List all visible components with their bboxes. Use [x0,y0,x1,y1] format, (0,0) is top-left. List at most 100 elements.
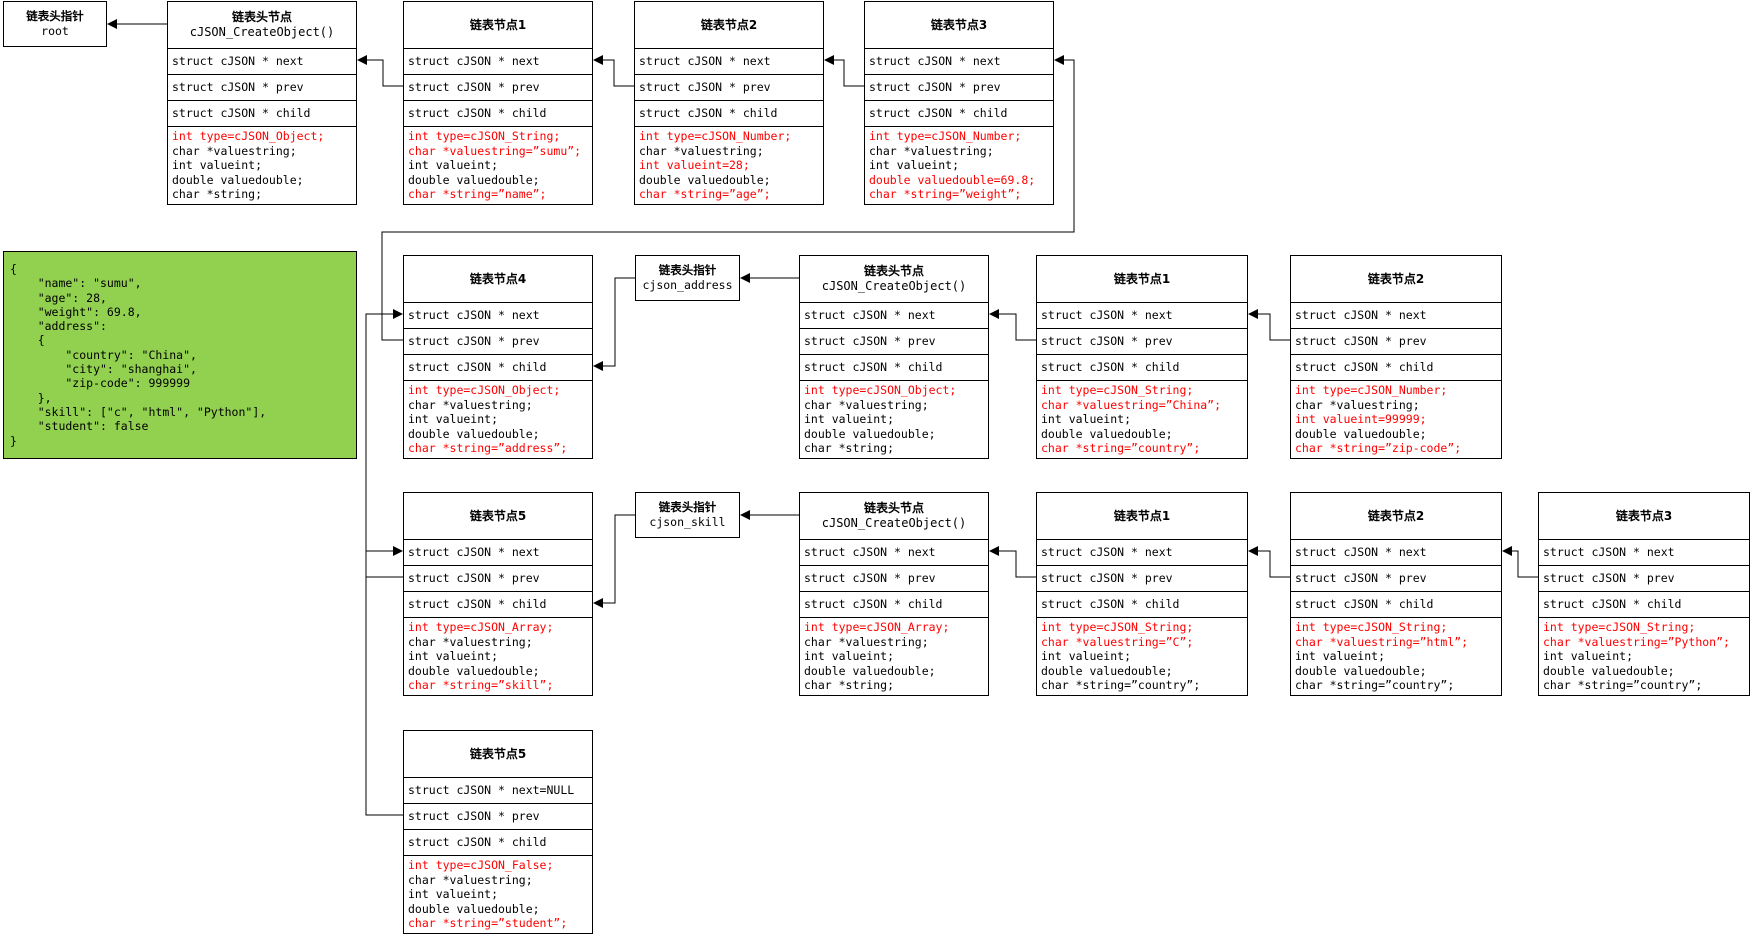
node-content: int type=cJSON_Number;char *valuestring;… [635,127,823,202]
node-title: 链表节点1 [1037,256,1247,303]
node-title: 链表节点2 [1291,256,1501,303]
node-content: int type=cJSON_Object;char *valuestring;… [168,127,356,202]
content-line: char *valuestring=”html”; [1295,634,1469,649]
content-line: char *string=”address”; [408,441,568,455]
content-line: int valueint; [1543,649,1634,663]
node-title-text: 链表节点5 [469,746,527,761]
node-content: int type=cJSON_Object;char *valuestring;… [404,381,592,456]
prev-link [357,55,403,87]
content-line: char *string=”weight”; [869,187,1022,201]
node-title-text: 链表节点5 [469,508,527,523]
content-line: char *valuestring; [869,143,994,158]
node-content: int type=cJSON_Object;char *valuestring;… [800,381,988,456]
content-line: int valueint; [869,158,960,172]
node-title: 链表节点1 [1037,493,1247,540]
node-content: int type=cJSON_Array;char *valuestring;i… [404,618,592,693]
content-line: int type=cJSON_Array; [408,620,554,634]
prev-link-wrap [381,55,1075,341]
content-line: int type=cJSON_String; [1041,383,1194,397]
content-line: char *string=”zip-code”; [1295,441,1462,455]
content-line: int type=cJSON_String; [1543,620,1696,634]
node-title: 链表节点3 [865,2,1053,49]
field-next: struct cJSON * next [1037,303,1247,329]
content-line: char *valuestring; [408,634,533,649]
content-line: double valuedouble; [1041,663,1173,678]
node-subtitle: cJSON_CreateObject() [189,25,335,39]
node-title-text: 链表头节点 [863,501,924,515]
node-title: 链表节点5 [404,493,592,540]
content-line: char *string=”country”; [1295,678,1455,692]
json-line: { [10,262,17,276]
json-line: "age": 28, [10,290,107,305]
field-child: struct cJSON * child [800,355,988,381]
content-line: double valuedouble; [408,172,540,187]
node-title: 链表节点2 [635,2,823,49]
pointer-title: 链表头指针 [658,263,717,277]
field-next: struct cJSON * next [404,303,592,329]
content-line: double valuedouble; [172,172,304,187]
field-prev: struct cJSON * prev [635,75,823,101]
content-line: double valuedouble; [1295,426,1427,441]
content-line: char *valuestring=”C”; [1041,634,1194,649]
node-title-text: 链表节点2 [1367,508,1425,523]
node-title-text: 链表节点1 [1113,508,1171,523]
field-prev: struct cJSON * prev [1291,329,1501,355]
node-title-text: 链表节点2 [700,17,758,32]
field-next: struct cJSON * next [1291,303,1501,329]
field-next: struct cJSON * next [1291,540,1501,566]
field-child: struct cJSON * child [1291,592,1501,618]
field-child: struct cJSON * child [1037,355,1247,381]
content-line: int valueint=28; [639,158,750,172]
field-prev: struct cJSON * prev [404,804,592,830]
field-child: struct cJSON * child [1037,592,1247,618]
node-content: int type=cJSON_Number;char *valuestring;… [1291,381,1501,456]
json-line: "skill": ["c", "html", "Python"], [10,404,267,419]
content-line: double valuedouble; [408,663,540,678]
content-line: char *valuestring=”China”; [1041,397,1222,412]
content-line: int valueint; [408,649,499,663]
field-child: struct cJSON * child [404,592,592,618]
node-content: int type=cJSON_String;char *valuestring=… [1037,381,1247,456]
json-line: }, [10,390,52,405]
content-line: int type=cJSON_Object; [172,129,325,143]
node-title-text: 链表头节点 [863,264,924,278]
json-line: "address": [10,319,107,334]
node-title-text: 链表节点3 [930,17,988,32]
json-line: "student": false [10,419,149,434]
field-prev: struct cJSON * prev [1037,566,1247,592]
content-line: int valueint; [1041,412,1132,426]
content-line: char *valuestring; [408,397,533,412]
pointer-name: cjson_address [642,278,733,292]
content-line: char *string; [172,187,263,201]
content-line: char *valuestring; [639,143,764,158]
field-child: struct cJSON * child [800,592,988,618]
prev-link [824,55,864,87]
field-next: struct cJSON * next [635,49,823,75]
content-line: char *string=”country”; [1543,678,1703,692]
node-title-text: 链表头节点 [231,10,292,24]
content-line: char *string=”student”; [408,916,568,930]
content-line: int type=cJSON_False; [408,858,554,872]
pointer-title: 链表头指针 [26,9,84,23]
node-content: int type=cJSON_String;char *valuestring=… [1539,618,1749,693]
field-prev: struct cJSON * prev [1291,566,1501,592]
field-prev: struct cJSON * prev [800,566,988,592]
field-child: struct cJSON * child [404,830,592,856]
node-title: 链表节点1 [404,2,592,49]
field-child: struct cJSON * child [865,101,1053,127]
node-content: int type=cJSON_Number;char *valuestring;… [865,127,1053,202]
content-line: int type=cJSON_Object; [408,383,561,397]
node-title: 链表节点5 [404,731,592,778]
field-child: struct cJSON * child [404,101,592,127]
node-content: int type=cJSON_String;char *valuestring=… [1291,618,1501,693]
node-subtitle: cJSON_CreateObject() [821,516,967,530]
content-line: double valuedouble; [1295,663,1427,678]
